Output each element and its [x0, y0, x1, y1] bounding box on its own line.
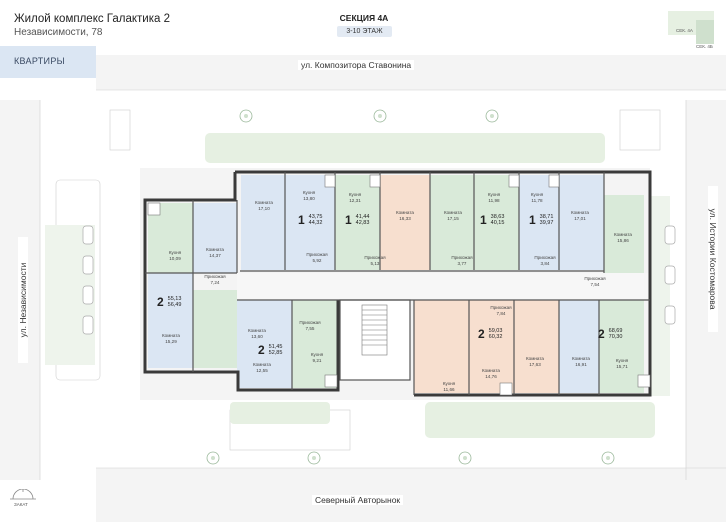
- street-bottom: Северный Авторынок: [312, 495, 404, 505]
- car-icon: [664, 265, 676, 290]
- room-label: Кухня 12,31: [348, 192, 362, 203]
- apartment-rooms: 1: [480, 213, 487, 227]
- apartment-rooms: 2: [258, 343, 265, 357]
- room-label: Комната 13,60: [248, 328, 266, 339]
- address: Независимости, 78: [14, 27, 103, 38]
- apartment-rooms: 2: [598, 327, 605, 341]
- apartment-area-total: 38,71: [539, 214, 554, 220]
- room-label: Прихожая 7,84: [490, 305, 512, 316]
- room-label: Прихожая 7,54: [584, 276, 606, 287]
- apartment-6[interactable]: 2 51,45 52,85: [258, 344, 282, 356]
- room-label: Прихожая 7,55: [299, 320, 321, 331]
- room-label: Кухня 10,09: [168, 250, 182, 261]
- room-label: Комната 15,29: [162, 333, 180, 344]
- room-label: Прихожая 5,92: [306, 252, 328, 263]
- apartment-2[interactable]: 1 41,44 42,83: [345, 214, 369, 226]
- road-bottom: [96, 468, 726, 522]
- apartment-area-total: 43,75: [308, 214, 323, 220]
- room-label: Прихожая 5,13: [364, 255, 386, 266]
- tab-apartments-label: КВАРТИРЫ: [14, 56, 65, 66]
- apartment-area-total: 59,03: [488, 328, 503, 334]
- room-label: Комната 14,37: [206, 247, 224, 258]
- apartment-5[interactable]: 2 55,13 56,49: [157, 296, 181, 308]
- stairs-icon: [361, 304, 388, 356]
- apartment-3[interactable]: 1 38,63 40,15: [480, 214, 504, 226]
- room-label: Кухня 11,98: [487, 192, 501, 203]
- room-label: Комната 17,63: [526, 356, 544, 367]
- apartment-rooms: 2: [157, 295, 164, 309]
- apartment-area-living: 52,85: [268, 350, 283, 356]
- room-label: Комната 14,76: [482, 368, 500, 379]
- room-label: Комната 16,91: [572, 356, 590, 367]
- tree-icon: [484, 108, 500, 129]
- room-label: Комната 17,15: [444, 210, 462, 221]
- room-label: Комната 16,33: [396, 210, 414, 221]
- tree-icon: [205, 450, 221, 471]
- room-label: Кухня 11,66: [442, 381, 456, 392]
- road-right: [686, 100, 726, 480]
- room-label: Кухня 15,71: [615, 358, 629, 369]
- apartment-area-total: 41,44: [355, 214, 370, 220]
- apartment-rooms: 1: [345, 213, 352, 227]
- street-right: ул. Истории Костомарова: [708, 186, 718, 332]
- floor-badge: 3-10 ЭТАЖ: [337, 26, 392, 37]
- apartment-4[interactable]: 1 38,71 39,97: [529, 214, 553, 226]
- apartment-area-living: 42,83: [355, 220, 370, 226]
- minimap-shape: [668, 11, 714, 44]
- room-label: Прихожая 3,84: [534, 255, 556, 266]
- apartment-1[interactable]: 1 43,75 44,32: [298, 214, 322, 226]
- street-top: ул. Композитора Ставонина: [298, 60, 415, 70]
- apartment-area-living: 44,32: [308, 220, 323, 226]
- room-label: Комната 12,55: [253, 362, 271, 373]
- apartment-8[interactable]: 2 68,69 70,30: [598, 328, 622, 340]
- car-icon: [82, 255, 94, 280]
- apartment-area-living: 60,32: [488, 334, 503, 340]
- apartment-area-total: 68,69: [608, 328, 623, 334]
- apartment-area-living: 40,15: [490, 220, 505, 226]
- minimap-sec-4a: СЕК. 4А: [676, 28, 693, 33]
- minimap[interactable]: СЕК. 4А СЕК. 4Б: [660, 10, 720, 52]
- minimap-sec-4b: СЕК. 4Б: [696, 44, 713, 49]
- apartment-area-living: 39,97: [539, 220, 554, 226]
- lawn-south-west: [230, 402, 330, 424]
- room-label: Комната 17,10: [255, 200, 273, 211]
- sun-icon-west: [10, 488, 36, 506]
- apartment-area-living: 70,30: [608, 334, 623, 340]
- car-icon: [664, 305, 676, 330]
- apartment-rooms: 2: [478, 327, 485, 341]
- apartment-area-living: 56,49: [167, 302, 182, 308]
- lawn-south-east: [425, 402, 655, 438]
- tree-icon: [457, 450, 473, 471]
- car-icon: [82, 225, 94, 250]
- lawn-north: [205, 133, 605, 163]
- room-label: Комната 17,01: [571, 210, 589, 221]
- apartment-area-total: 38,63: [490, 214, 505, 220]
- tree-icon: [238, 108, 254, 129]
- apartment-7[interactable]: 2 59,03 60,32: [478, 328, 502, 340]
- sunset-label: ЗАКАТ: [14, 502, 28, 507]
- room-label: Кухня 11,78: [530, 192, 544, 203]
- apartment-area-total: 51,45: [268, 344, 283, 350]
- section-title: СЕКЦИЯ 4А: [339, 13, 389, 23]
- apartment-rooms: 1: [298, 213, 305, 227]
- tree-icon: [306, 450, 322, 471]
- tree-icon: [600, 450, 616, 471]
- street-left: ул. Независимости: [18, 237, 28, 363]
- apartment-rooms: 1: [529, 213, 536, 227]
- car-icon: [82, 315, 94, 340]
- room-label: Комната 15,86: [614, 232, 632, 243]
- car-icon: [664, 225, 676, 250]
- room-label: Прихожая 7,24: [204, 274, 226, 285]
- tree-icon: [372, 108, 388, 129]
- tab-apartments[interactable]: КВАРТИРЫ: [0, 46, 96, 78]
- room-label: Кухня 9,21: [310, 352, 324, 363]
- car-icon: [82, 285, 94, 310]
- room-label: Кухня 13,80: [302, 190, 316, 201]
- apartment-area-total: 55,13: [167, 296, 182, 302]
- page-title: Жилой комплекс Галактика 2: [14, 13, 171, 25]
- room-label: Прихожая 3,77: [451, 255, 473, 266]
